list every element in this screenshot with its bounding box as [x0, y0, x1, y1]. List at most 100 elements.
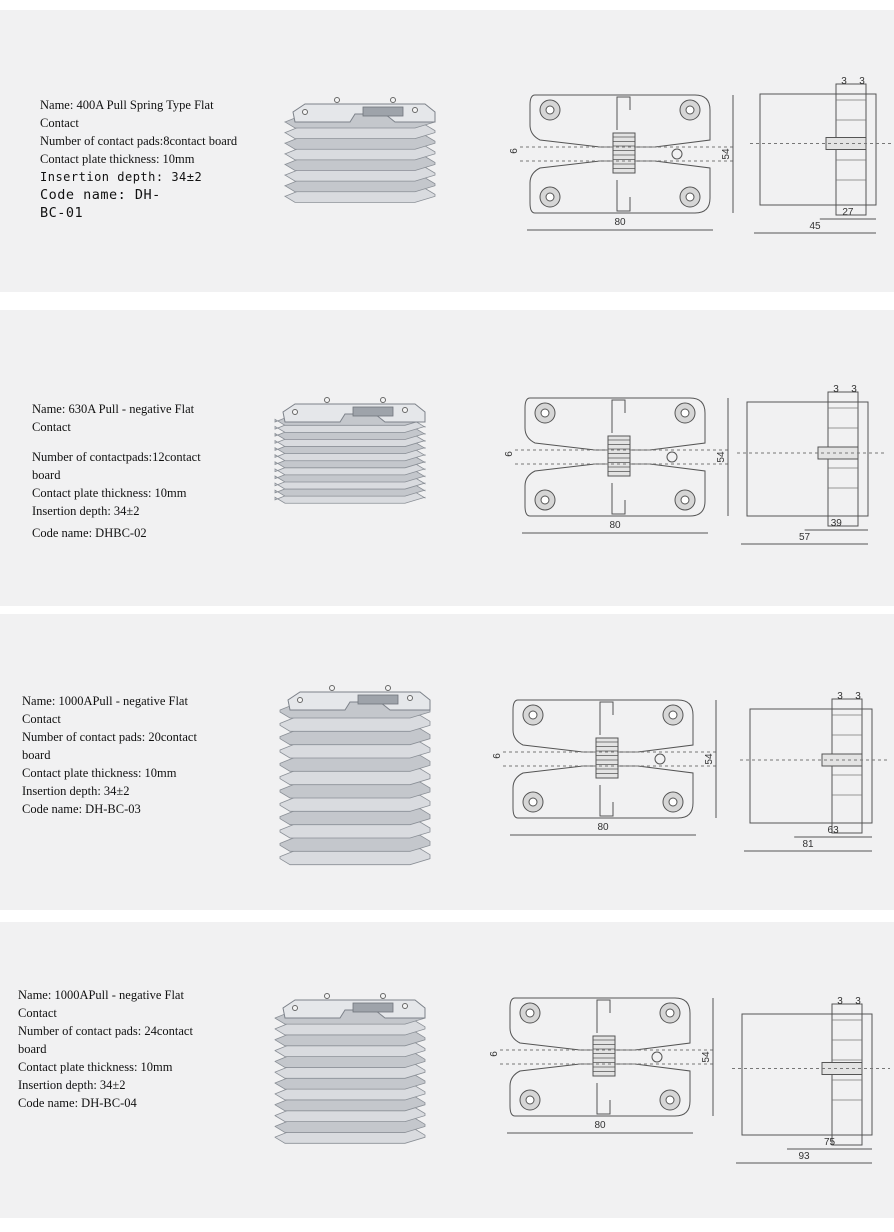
bolt-hole-center — [540, 408, 550, 418]
product-thickness: Contact plate thickness: 10mm — [40, 152, 195, 166]
t1-dimension-label: 3 — [837, 691, 843, 702]
hook-outline — [599, 701, 614, 817]
side-view-drawing-3: 3 3 63 81 — [740, 691, 890, 852]
outer-dimension-label: 81 — [802, 839, 814, 850]
lower-plate-outline — [512, 765, 694, 819]
bolt-hole-center — [525, 1008, 535, 1018]
rivet — [407, 695, 413, 701]
outer-dimension-label: 45 — [809, 221, 821, 232]
front-view-drawing-1: 80 54 6 — [509, 94, 735, 231]
spring-slot — [352, 1002, 394, 1013]
pivot-hole — [671, 148, 683, 160]
width-dimension-label: 80 — [609, 520, 621, 531]
hook-outline — [596, 999, 611, 1115]
product-name: Name: 400A Pull Spring Type Flat Contact — [40, 98, 214, 130]
product-info-3: Name: 1000APull - negative Flat Contact … — [22, 692, 222, 818]
width-dimension-label: 80 — [614, 217, 626, 228]
rivet — [324, 397, 330, 403]
product-code: Code name: DH-BC-04 — [18, 1096, 137, 1110]
bolt-hole-center — [540, 495, 550, 505]
contact-photo-4 — [274, 993, 426, 1144]
t2-dimension-label: 3 — [859, 76, 865, 87]
product-card-3 — [0, 614, 894, 910]
height-dimension-label: 54 — [701, 1051, 712, 1063]
t1-dimension-label: 3 — [833, 384, 839, 395]
pivot-hole — [651, 1051, 663, 1063]
lower-plate-outline — [529, 160, 711, 214]
pivot-hole — [654, 753, 666, 765]
upper-plate-outline — [529, 94, 711, 148]
upper-plate-outline — [512, 699, 694, 753]
inner-dimension-label: 75 — [824, 1137, 836, 1148]
product-info-2: Name: 630A Pull - negative Flat Contact … — [32, 400, 232, 542]
housing-outline — [749, 708, 873, 824]
inner-dimension-label: 27 — [842, 207, 854, 218]
housing-outline — [741, 1013, 873, 1136]
product-depth: Insertion depth: 34±2 — [40, 170, 203, 184]
bolt-hole-center — [665, 1095, 675, 1105]
rivet — [390, 97, 396, 103]
contact-photo-3 — [279, 685, 431, 866]
width-dimension-label: 80 — [594, 1120, 606, 1131]
product-pads: Number of contact pads: 24contact board — [18, 1024, 193, 1056]
spring-slot — [357, 694, 399, 705]
contact-photo-1 — [284, 97, 436, 203]
product-name: Name: 1000APull - negative Flat Contact — [18, 988, 184, 1020]
product-pads: Number of contactpads:12contact board — [32, 450, 201, 482]
front-view-drawing-4: 80 54 6 — [489, 997, 715, 1134]
product-depth: Insertion depth: 34±2 — [22, 784, 130, 798]
upper-plate-outline — [509, 997, 691, 1051]
spring-coil — [612, 132, 636, 174]
rivet — [292, 409, 298, 415]
t2-dimension-label: 3 — [855, 996, 861, 1007]
bolt-hole-center — [680, 495, 690, 505]
product-depth: Insertion depth: 34±2 — [32, 504, 140, 518]
gap-dimension-label: 6 — [492, 753, 503, 759]
bolt-hole-center — [668, 710, 678, 720]
rivet — [402, 1003, 408, 1009]
rivet — [385, 685, 391, 691]
product-pads: Number of contact pads:8contact board — [40, 134, 238, 148]
bolt-hole-center — [528, 797, 538, 807]
t2-dimension-label: 3 — [855, 691, 861, 702]
width-dimension-label: 80 — [597, 822, 609, 833]
product-thickness: Contact plate thickness: 10mm — [18, 1060, 173, 1074]
hook-outline — [611, 399, 626, 515]
height-dimension-label: 54 — [716, 451, 727, 463]
bolt-hole-center — [545, 192, 555, 202]
rivet — [297, 697, 303, 703]
outer-dimension-label: 93 — [798, 1151, 810, 1162]
rivet — [380, 993, 386, 999]
front-view-drawing-2: 80 54 6 — [504, 397, 730, 534]
inner-dimension-label: 63 — [828, 825, 840, 836]
t1-dimension-label: 3 — [841, 76, 847, 87]
rivet — [402, 407, 408, 413]
product-info-4: Name: 1000APull - negative Flat Contact … — [18, 986, 218, 1112]
spring-coil — [607, 435, 631, 477]
product-pads: Number of contact pads: 20contact board — [22, 730, 197, 762]
gap-dimension-label: 6 — [504, 451, 515, 457]
product-card-1 — [0, 10, 894, 292]
rivet — [380, 397, 386, 403]
gap-dimension-label: 6 — [509, 148, 520, 154]
hook-outline — [616, 96, 631, 212]
product-code: Code name: DH-BC-03 — [22, 802, 141, 816]
bolt-hole-center — [545, 105, 555, 115]
bolt-hole-center — [665, 1008, 675, 1018]
spring-slot — [352, 406, 394, 417]
t1-dimension-label: 3 — [837, 996, 843, 1007]
housing-outline — [746, 401, 869, 517]
product-info-1: Name: 400A Pull Spring Type Flat Contact… — [40, 96, 240, 222]
pivot-hole — [666, 451, 678, 463]
bolt-hole-center — [525, 1095, 535, 1105]
rivet — [292, 1005, 298, 1011]
side-view-drawing-4: 3 3 75 93 — [732, 996, 890, 1164]
outer-dimension-label: 57 — [799, 532, 811, 543]
height-dimension-label: 54 — [721, 148, 732, 160]
inner-dimension-label: 39 — [831, 518, 843, 529]
gap-dimension-label: 6 — [489, 1051, 500, 1057]
spring-coil — [592, 1035, 616, 1077]
bolt-hole-center — [685, 105, 695, 115]
